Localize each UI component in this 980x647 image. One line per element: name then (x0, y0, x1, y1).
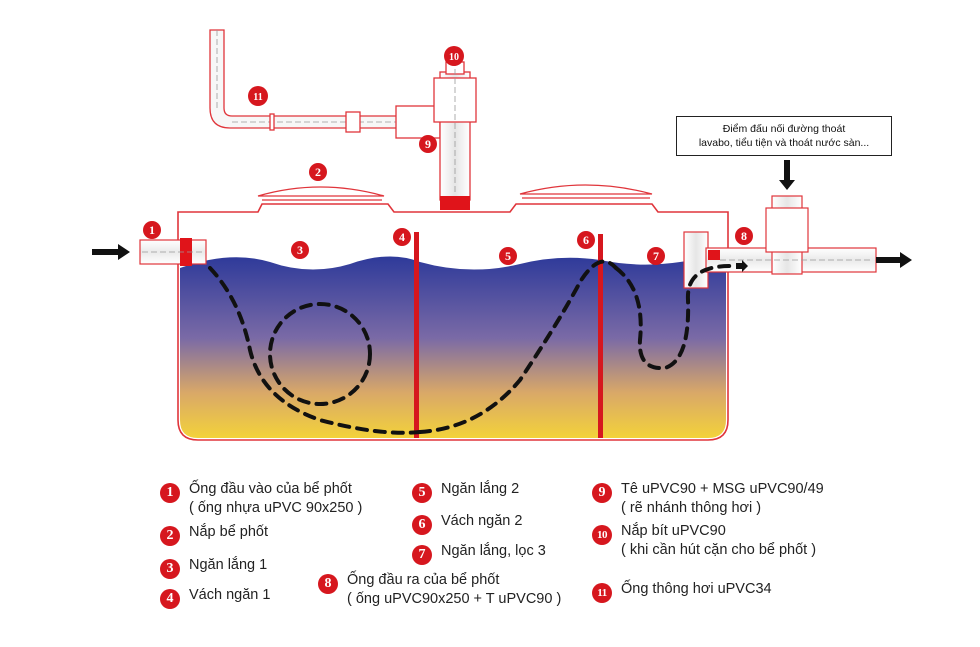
flow-path (208, 259, 732, 435)
legend-text: Ống thông hơi uPVC34 (621, 581, 772, 597)
tee-vertical-pipe (433, 60, 477, 210)
legend-subtext: ( khi cần hút cặn cho bể phốt ) (621, 542, 817, 558)
marker-6: 6 (577, 231, 595, 249)
marker-9: 9 (419, 135, 437, 153)
legend-text: Ngăn lắng 2 (441, 481, 520, 497)
marker-8: 8 (735, 227, 753, 245)
partition-1 (414, 232, 419, 438)
legend-item-11: 11 Ống thông hơi uPVC34 (592, 580, 772, 603)
legend-subtext: ( ống nhựa uPVC 90x250 ) (189, 500, 363, 516)
marker-1: 1 (143, 221, 161, 239)
inlet-pipe (139, 238, 207, 266)
callout-line-2: lavabo, tiểu tiện và thoát nước sàn... (698, 137, 870, 149)
legend-number: 10 (592, 525, 612, 545)
svg-text:1: 1 (149, 223, 155, 237)
marker-group: 1 2 3 4 5 6 7 8 9 10 11 (143, 46, 753, 265)
legend-number: 8 (318, 574, 338, 594)
legend-text: Nắp bể phốt (189, 524, 269, 540)
marker-2: 2 (309, 163, 327, 181)
outlet-pipe (683, 195, 877, 289)
marker-7: 7 (647, 247, 665, 265)
marker-4: 4 (393, 228, 411, 246)
svg-text:3: 3 (297, 243, 303, 257)
legend-item-7: 7 Ngăn lắng, lọc 3 (412, 542, 546, 565)
vent-pipe (209, 29, 441, 139)
legend-item-8: 8 Ống đầu ra của bể phốt ( ống uPVC90x250… (318, 571, 561, 609)
svg-text:6: 6 (583, 233, 589, 247)
legend-number: 1 (160, 483, 180, 503)
svg-text:2: 2 (315, 165, 321, 179)
svg-text:8: 8 (741, 229, 747, 243)
svg-text:4: 4 (399, 230, 405, 244)
marker-3: 3 (291, 241, 309, 259)
legend-text: Ống đầu vào của bể phốt (189, 481, 352, 497)
marker-10: 10 (444, 46, 464, 66)
legend-number: 7 (412, 545, 432, 565)
marker-5: 5 (499, 247, 517, 265)
svg-text:7: 7 (653, 249, 659, 263)
legend-text: Ngăn lắng, lọc 3 (441, 543, 546, 559)
legend-number: 3 (160, 559, 180, 579)
legend-item-1: 1 Ống đầu vào của bể phốt ( ống nhựa uPVC… (160, 480, 362, 518)
legend-text: Ống đầu ra của bể phốt (347, 572, 500, 588)
legend-item-4: 4 Vách ngăn 1 (160, 586, 270, 609)
partition-2 (598, 234, 603, 438)
callout-line-1: Điểm đấu nối đường thoát (722, 123, 846, 135)
legend-number: 6 (412, 515, 432, 535)
legend-item-9: 9 Tê uPVC90 + MSG uPVC90/49 ( rẽ nhánh th… (592, 480, 824, 518)
tank-lids (257, 184, 653, 201)
legend-number: 9 (592, 483, 612, 503)
legend-text: Ngăn lắng 1 (189, 557, 268, 573)
legend-item-5: 5 Ngăn lắng 2 (412, 480, 519, 503)
svg-text:10: 10 (449, 52, 459, 63)
wastewater (180, 256, 726, 438)
marker-11: 11 (248, 86, 268, 106)
legend-item-6: 6 Vách ngăn 2 (412, 512, 522, 535)
legend-item-10: 10 Nắp bít uPVC90 ( khi cần hút cặn cho b… (592, 522, 816, 560)
svg-text:11: 11 (253, 92, 262, 103)
septic-tank-diagram: 1 2 3 4 5 6 7 8 9 10 11 (92, 29, 912, 441)
arrows (92, 160, 912, 272)
legend-number: 2 (160, 526, 180, 546)
legend-subtext: ( rẽ nhánh thông hơi ) (621, 500, 762, 516)
legend-text: Nắp bít uPVC90 (621, 523, 726, 539)
legend-number: 5 (412, 483, 432, 503)
legend-subtext: ( ống uPVC90x250 + T uPVC90 ) (347, 591, 562, 607)
svg-text:5: 5 (505, 249, 511, 263)
legend-item-3: 3 Ngăn lắng 1 (160, 556, 267, 579)
legend-text: Tê uPVC90 + MSG uPVC90/49 (621, 481, 824, 497)
legend-text: Vách ngăn 2 (441, 513, 523, 529)
legend-item-2: 2 Nắp bể phốt (160, 523, 268, 546)
legend-number: 11 (592, 583, 612, 603)
svg-text:9: 9 (425, 137, 431, 151)
legend-number: 4 (160, 589, 180, 609)
legend-text: Vách ngăn 1 (189, 587, 271, 603)
connection-callout: Điểm đấu nối đường thoát lavabo, tiểu ti… (676, 116, 892, 156)
